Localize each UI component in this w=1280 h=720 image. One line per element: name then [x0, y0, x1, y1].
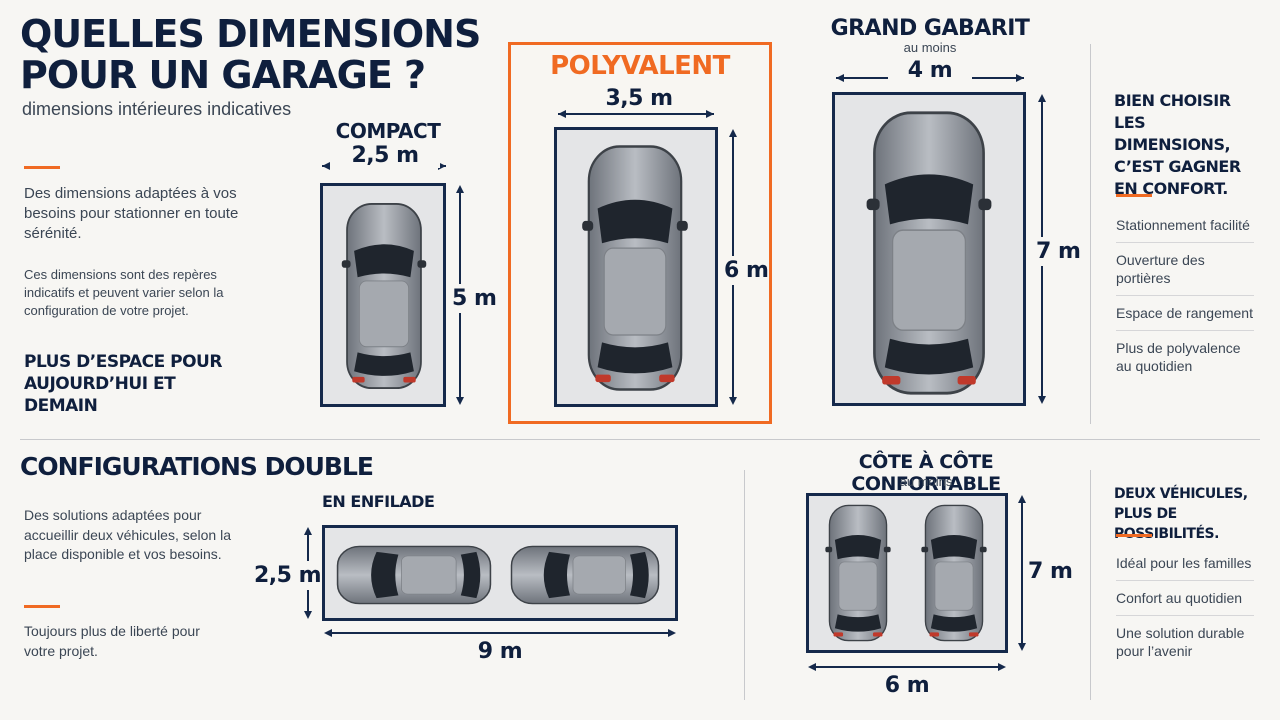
page-subtitle: dimensions intérieures indicatives — [22, 99, 292, 119]
double-benefit-item: Confort au quotidien — [1116, 581, 1254, 616]
benefit-item: Ouverture des portières — [1116, 243, 1254, 296]
grand-gabarit-car-icon — [865, 111, 993, 395]
polyvalent-car-icon — [580, 145, 690, 391]
intro-text: Des dimensions adaptées à vos besoins po… — [24, 185, 239, 242]
double-divider — [744, 470, 745, 700]
intro-note: Ces dimensions sont des repères indicati… — [24, 267, 224, 318]
double-benefits-accent-divider — [1116, 534, 1152, 537]
double-benefits-list: Idéal pour les familles Confort au quoti… — [1116, 546, 1254, 668]
benefits-list: Stationnement facilité Ouverture des por… — [1116, 208, 1254, 383]
title-line-1: QUELLES DIMENSIONS — [20, 12, 481, 56]
grand-gabarit-width-label: 4 m — [888, 58, 972, 83]
enfilade-length-arrow — [324, 629, 676, 637]
double-column-divider — [1090, 470, 1091, 700]
enfilade-length-label: 9 m — [477, 639, 523, 664]
cote-width-arrow — [808, 663, 1006, 671]
enfilade-width-label: 2,5 m — [254, 561, 322, 590]
grand-gabarit-length-label: 7 m — [1036, 237, 1081, 266]
compact-title: COMPACT — [335, 119, 441, 143]
polyvalent-title: POLYVALENT — [550, 51, 730, 81]
intro-slogan: PLUS D’ESPACE POUR AUJOURD’HUI ET DEMAIN — [24, 352, 222, 416]
cote-car-icon-1 — [824, 504, 892, 642]
compact-width-label: 2,5 m — [330, 143, 440, 168]
cote-car-icon-2 — [920, 504, 988, 642]
benefit-item: Espace de rangement — [1116, 296, 1254, 331]
benefits-accent-divider — [1116, 194, 1152, 197]
double-benefits-heading: DEUX VÉHICULES, PLUS DE POSSIBILITÉS. — [1114, 486, 1248, 542]
benefits-heading: BIEN CHOISIR LES DIMENSIONS, C’EST GAGNE… — [1114, 91, 1241, 198]
cote-title: CÔTE À CÔTE CONFORTABLE — [851, 451, 1001, 495]
section-divider — [20, 439, 1260, 440]
cote-qualifier: au moins — [899, 474, 953, 489]
compact-car-icon — [340, 202, 428, 390]
enfilade-car-icon-1 — [336, 545, 492, 605]
cote-width-label: 6 m — [884, 673, 930, 698]
benefit-item: Stationnement facilité — [1116, 208, 1254, 243]
double-benefit-item: Une solution durable pour l’avenir — [1116, 625, 1245, 659]
polyvalent-length-label: 6 m — [724, 256, 769, 285]
polyvalent-width-label: 3,5 m — [586, 86, 692, 111]
double-benefit-item: Idéal pour les familles — [1116, 546, 1254, 581]
double-note: Toujours plus de liberté pour votre proj… — [24, 623, 200, 659]
grand-gabarit-title: GRAND GABARIT — [830, 16, 1030, 41]
cote-length-arrow — [1018, 495, 1026, 651]
benefit-item: Plus de polyvalence au quotidien — [1116, 340, 1241, 374]
title-line-2: POUR UN GARAGE ? — [20, 53, 426, 97]
enfilade-title: EN ENFILADE — [322, 492, 435, 511]
double-accent-divider — [24, 605, 60, 608]
cote-length-label: 7 m — [1028, 557, 1073, 586]
page-title: QUELLES DIMENSIONS POUR UN GARAGE ? — [20, 14, 490, 96]
column-divider — [1090, 44, 1091, 424]
polyvalent-width-arrow — [558, 110, 714, 118]
double-heading: CONFIGURATIONS DOUBLE — [20, 452, 374, 481]
compact-length-label: 5 m — [452, 284, 497, 313]
accent-divider — [24, 166, 60, 169]
enfilade-car-icon-2 — [510, 545, 660, 605]
double-text: Des solutions adaptées pour accueillir d… — [24, 507, 231, 562]
grand-gabarit-qualifier: au moins — [903, 40, 957, 55]
